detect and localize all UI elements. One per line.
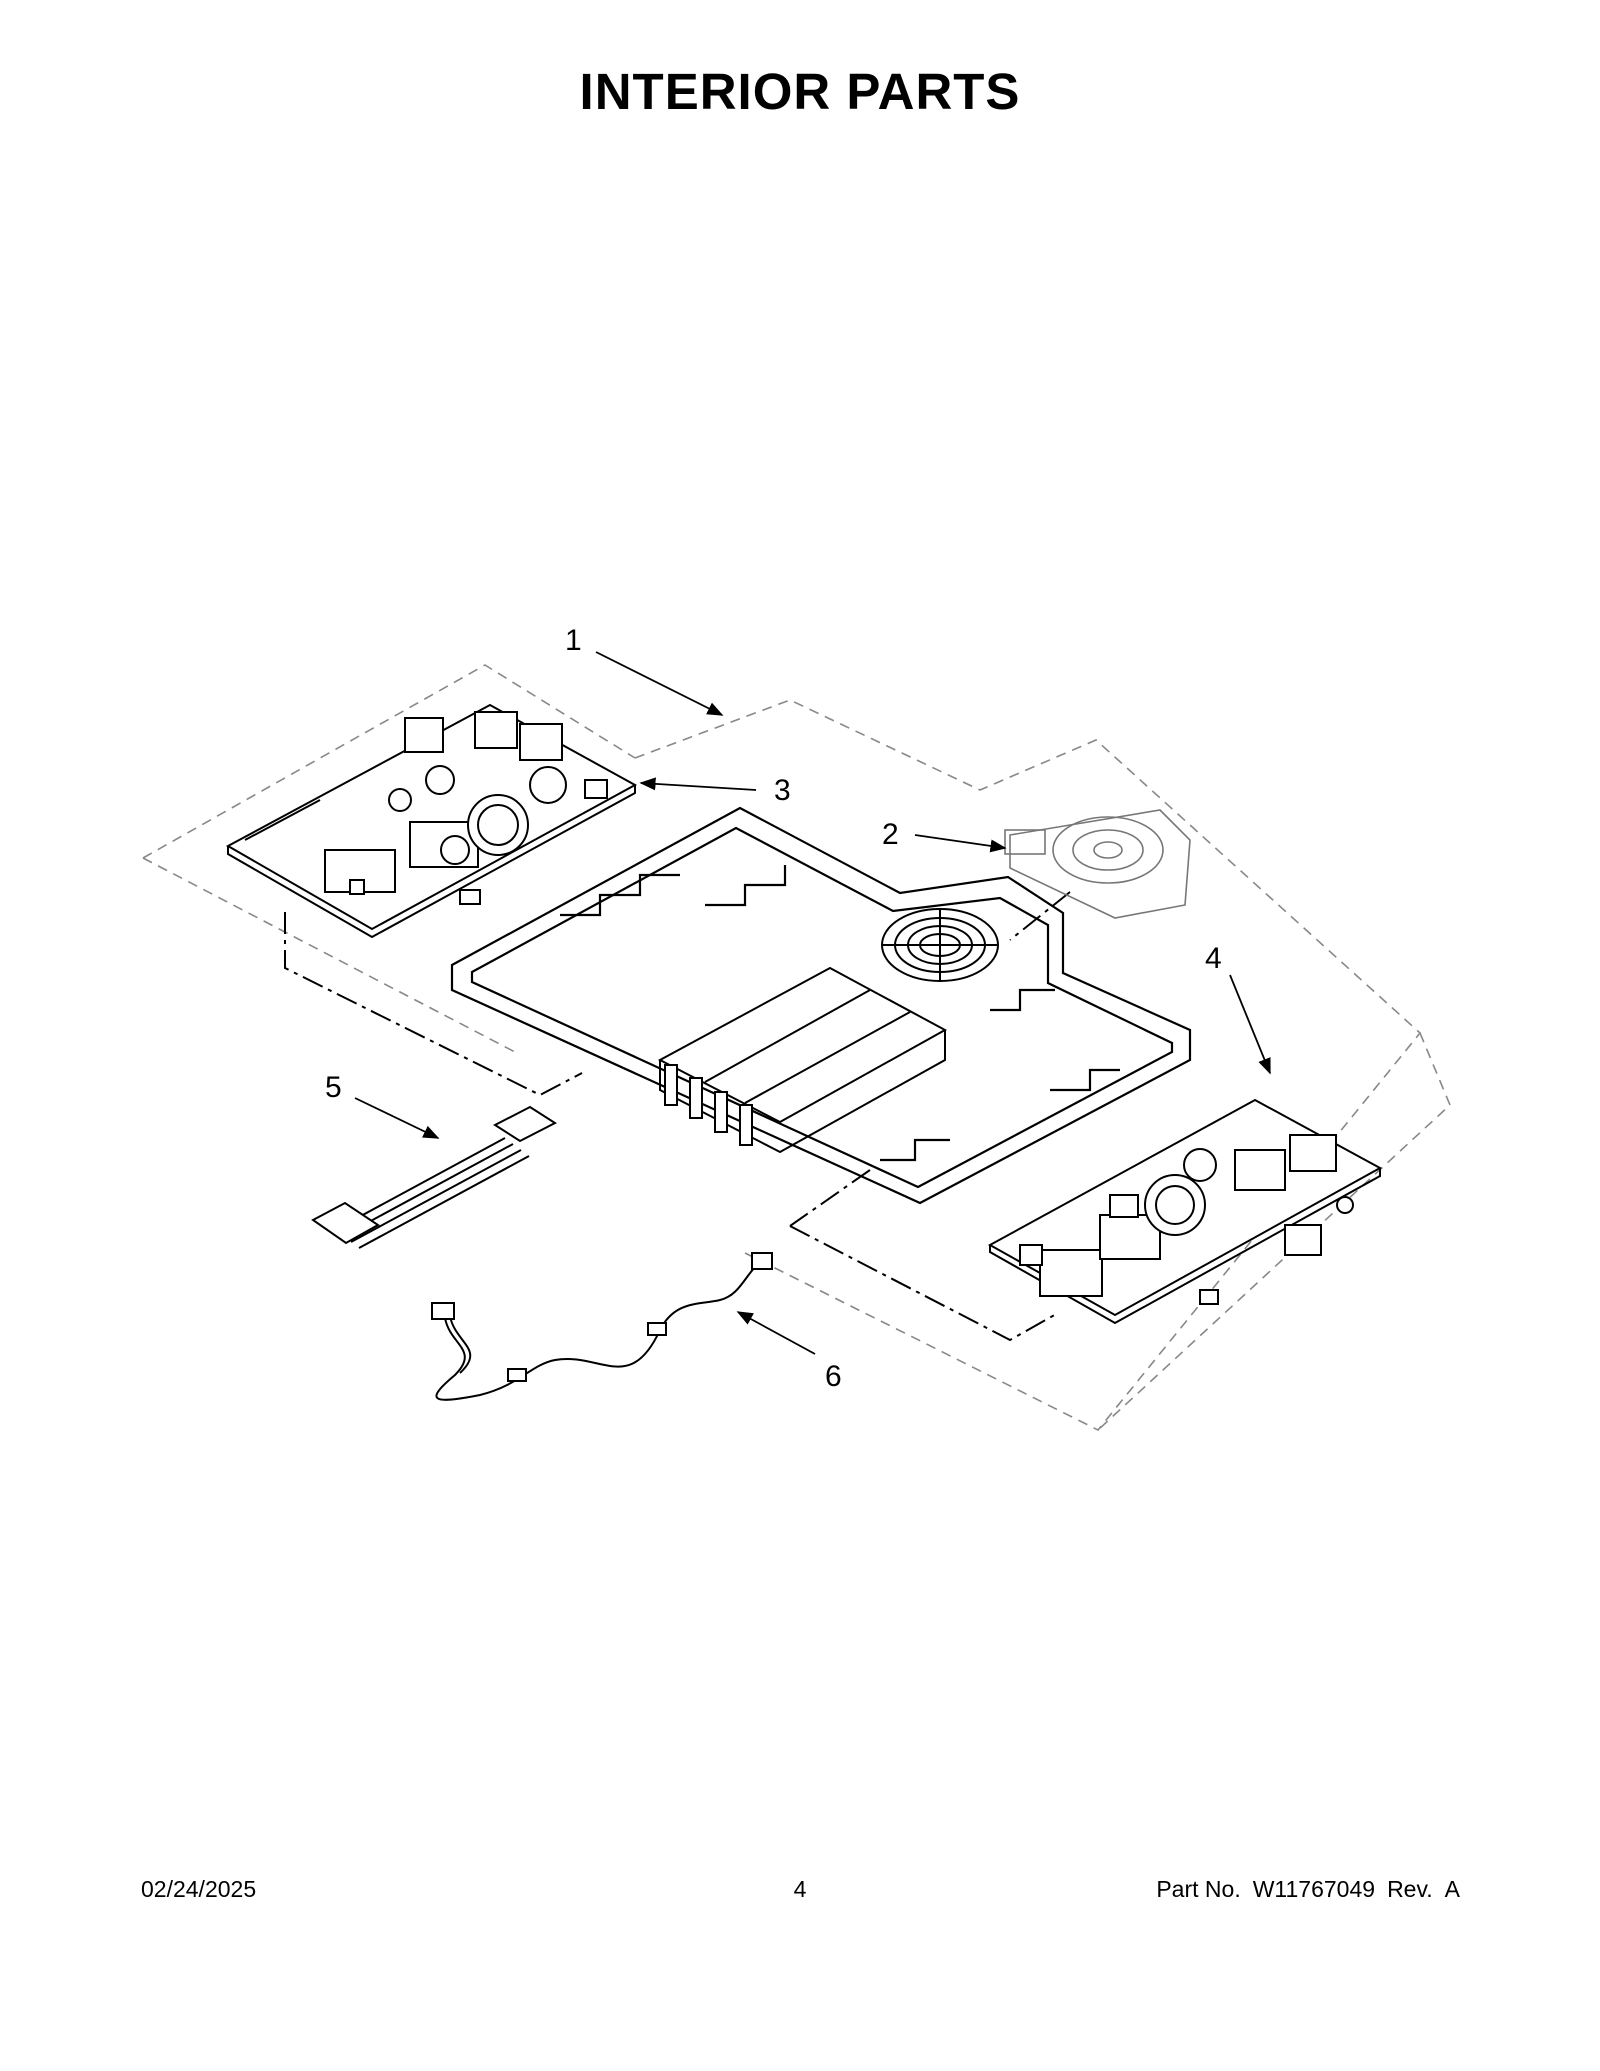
chassis-frame [450,806,1192,1205]
callout-2: 2 [882,818,899,851]
callout-leaders [354,651,1271,1355]
wire-harness-ribbon [311,1105,558,1249]
page-title: INTERIOR PARTS [579,63,1021,120]
part-no-label: Part No. [1156,1876,1241,1902]
callout-5: 5 [325,1071,342,1104]
induction-coil-assembly [657,966,948,1154]
control-board-left [225,703,638,939]
footer-date: 02/24/2025 [141,1876,257,1902]
callout-1: 1 [565,624,582,657]
rev-label: Rev. [1387,1876,1433,1902]
cooling-fan [1004,809,1191,919]
control-board-right [987,1098,1383,1325]
dashed-assembly-outline [142,664,1451,1432]
rev: A [1444,1876,1460,1902]
wire-harness-cable [431,1252,773,1401]
callout-4: 4 [1205,942,1222,975]
callout-3: 3 [774,774,791,807]
callout-6: 6 [825,1360,842,1393]
dash-dot-guide-lines [284,891,1071,1342]
part-no: W11767049 [1252,1876,1376,1902]
footer-page-number: 4 [793,1876,807,1902]
round-heater-coil [881,908,999,982]
footer-part-info: Part No. W11767049 Rev. A [1156,1876,1460,1903]
